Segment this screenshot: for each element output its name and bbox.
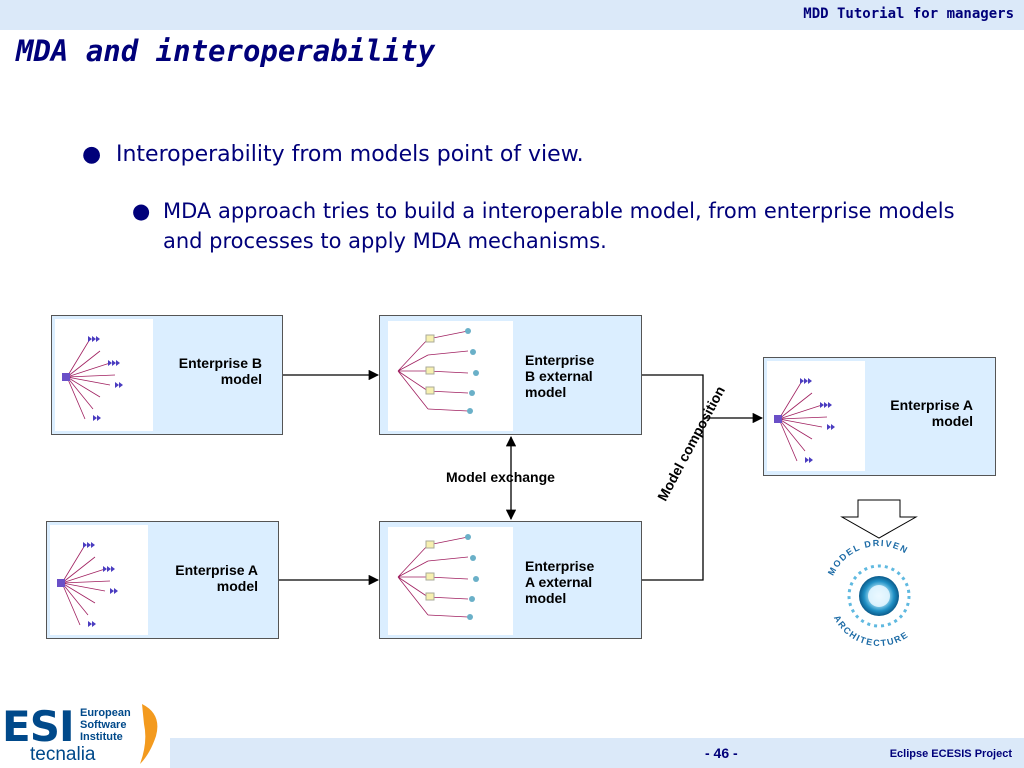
- bullet-text: MDA approach tries to build a interopera…: [163, 199, 955, 253]
- box-label: Enterprise B model: [178, 355, 262, 387]
- model-tree-thumbnail: [767, 361, 865, 471]
- tecnalia-logo-text: tecnalia: [30, 744, 96, 765]
- model-tree-icon: [774, 378, 835, 463]
- model-tree-icon: [62, 336, 123, 421]
- footer-bar: [170, 738, 1024, 768]
- model-exchange-label: Model exchange: [446, 469, 555, 485]
- logo-swoosh-icon: [140, 704, 158, 764]
- process-diagram-icon: [397, 328, 479, 414]
- header-title: MDD Tutorial for managers: [803, 6, 1014, 22]
- model-tree-thumbnail: [50, 525, 148, 635]
- bullet-dot-icon: ●: [82, 142, 102, 167]
- logo-line: European: [80, 707, 131, 719]
- box-label: Enterprise B external model: [525, 352, 595, 400]
- box-enterprise-b-model: Enterprise B model: [51, 315, 283, 435]
- esi-logo-subtitle: European Software Institute: [80, 707, 131, 743]
- bullet-level-1: ● Interoperability from models point of v…: [82, 142, 584, 167]
- box-enterprise-a-model-right: Enterprise A model: [763, 357, 996, 476]
- composition-connector: [642, 374, 704, 581]
- project-name: Eclipse ECESIS Project: [889, 748, 1012, 760]
- model-tree-icon: [57, 542, 118, 627]
- bullet-level-2: ● MDA approach tries to build a interoper…: [132, 196, 992, 256]
- bullet-text: Interoperability from models point of vi…: [116, 142, 584, 167]
- page-number: - 46 -: [705, 745, 738, 761]
- box-label: Enterprise A external model: [525, 558, 595, 606]
- logo-line: Software: [80, 719, 127, 731]
- bullet-dot-icon: ●: [132, 199, 151, 223]
- slide-title: MDA and interoperability: [16, 34, 436, 68]
- esi-logo-main: ESI: [2, 702, 75, 751]
- box-enterprise-b-external: Enterprise B external model: [379, 315, 642, 435]
- down-arrow-icon: [840, 499, 918, 539]
- box-label: Enterprise A model: [175, 562, 258, 594]
- box-enterprise-a-external: Enterprise A external model: [379, 521, 642, 639]
- logo-line: Institute: [80, 731, 123, 743]
- process-diagram-icon: [397, 534, 479, 620]
- box-enterprise-a-model-left: Enterprise A model: [46, 521, 279, 639]
- process-diagram-thumbnail: [388, 527, 513, 635]
- box-label: Enterprise A model: [890, 397, 973, 429]
- header-bar: MDD Tutorial for managers: [0, 0, 1024, 30]
- process-diagram-thumbnail: [388, 321, 513, 431]
- model-tree-thumbnail: [55, 319, 153, 431]
